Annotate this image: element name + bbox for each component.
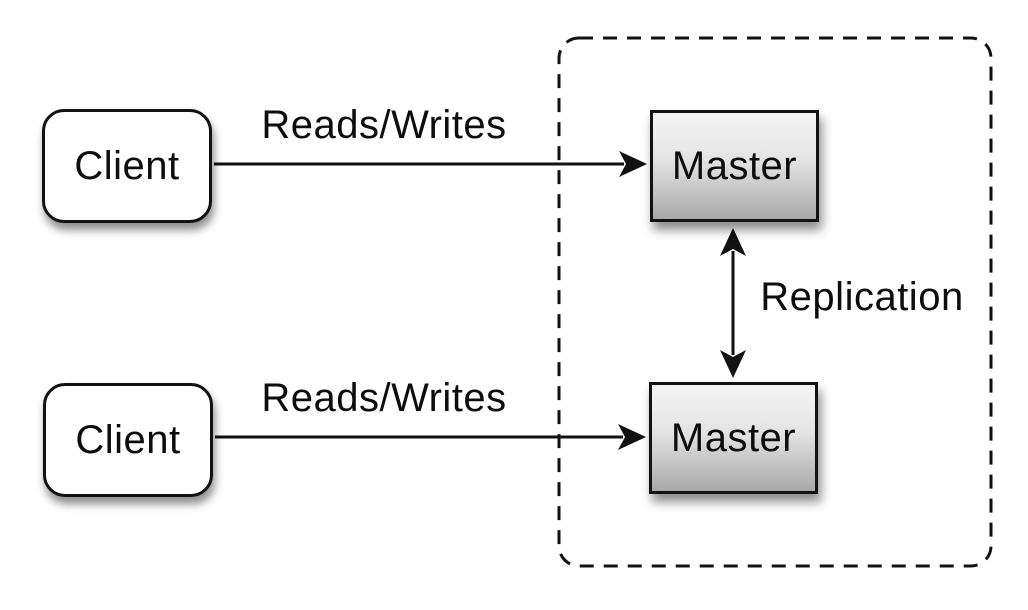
client-top-node: Client [42,109,212,223]
replication-label: Replication [760,275,964,319]
master-top-label: Master [671,143,798,188]
reads-writes-label-bottom: Reads/Writes [261,376,507,420]
master-bottom-label: Master [670,415,797,460]
arrowhead-up-icon [720,228,746,256]
reads-writes-label-top: Reads/Writes [261,103,507,147]
arrowhead-down-icon [720,350,746,378]
arrowhead-top-right-icon [619,151,647,177]
master-bottom-node: Master [649,382,818,494]
client-top-label: Client [74,143,180,188]
master-top-node: Master [650,110,819,222]
client-bottom-node: Client [43,383,213,497]
replication-boundary [557,36,993,568]
arrowhead-bottom-right-icon [618,424,646,450]
client-bottom-label: Client [75,417,181,462]
